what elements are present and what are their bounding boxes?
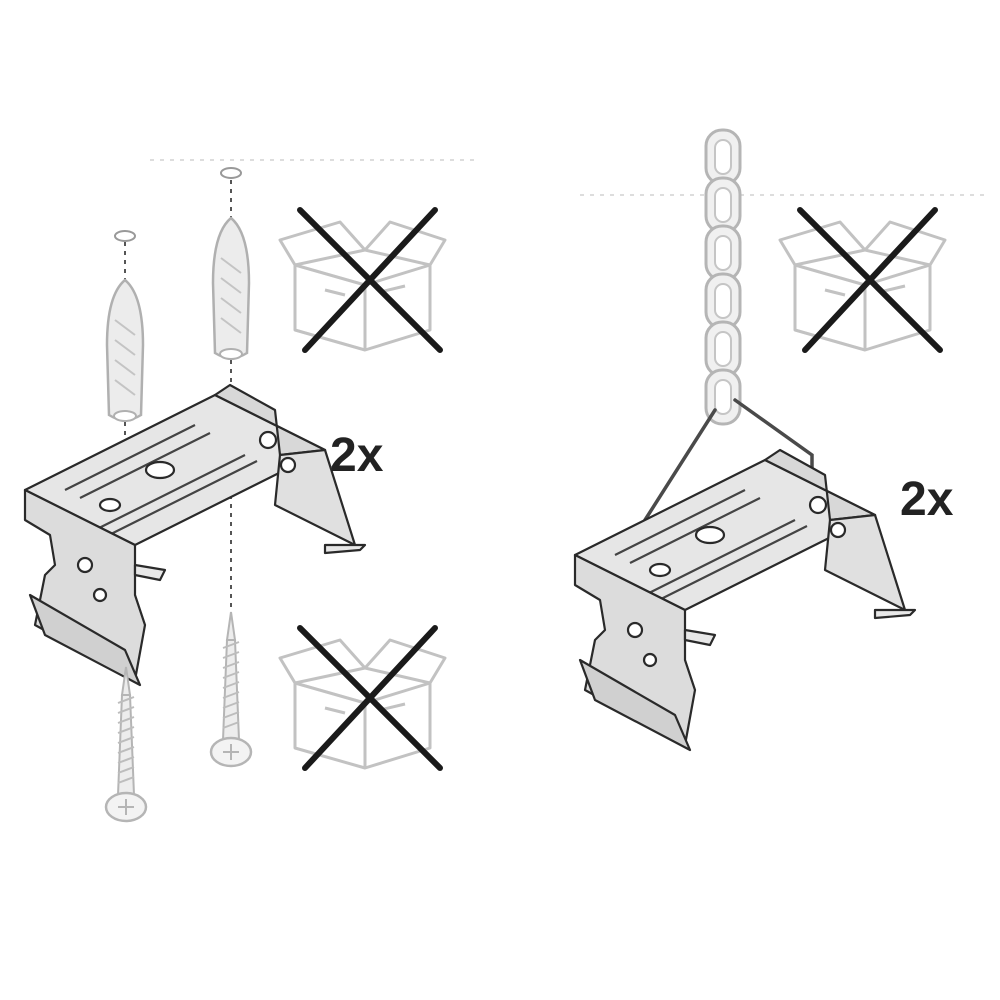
chain-icon [704,128,742,426]
box-crossed-out-icon [280,628,445,768]
wall-plug-icon [105,278,145,423]
drill-hole-marker [220,167,242,179]
screw-icon [104,665,148,823]
chain-mount-panel [573,128,990,752]
screw-mount-panel [23,159,480,823]
box-crossed-out-icon [280,210,445,350]
quantity-label: 2x [330,429,384,482]
drill-hole-marker [114,230,136,242]
mounting-bracket-icon [573,448,917,752]
box-crossed-out-icon [780,210,945,350]
screw-icon [209,610,253,768]
wall-plug-icon [211,216,251,361]
quantity-label: 2x [900,473,954,526]
